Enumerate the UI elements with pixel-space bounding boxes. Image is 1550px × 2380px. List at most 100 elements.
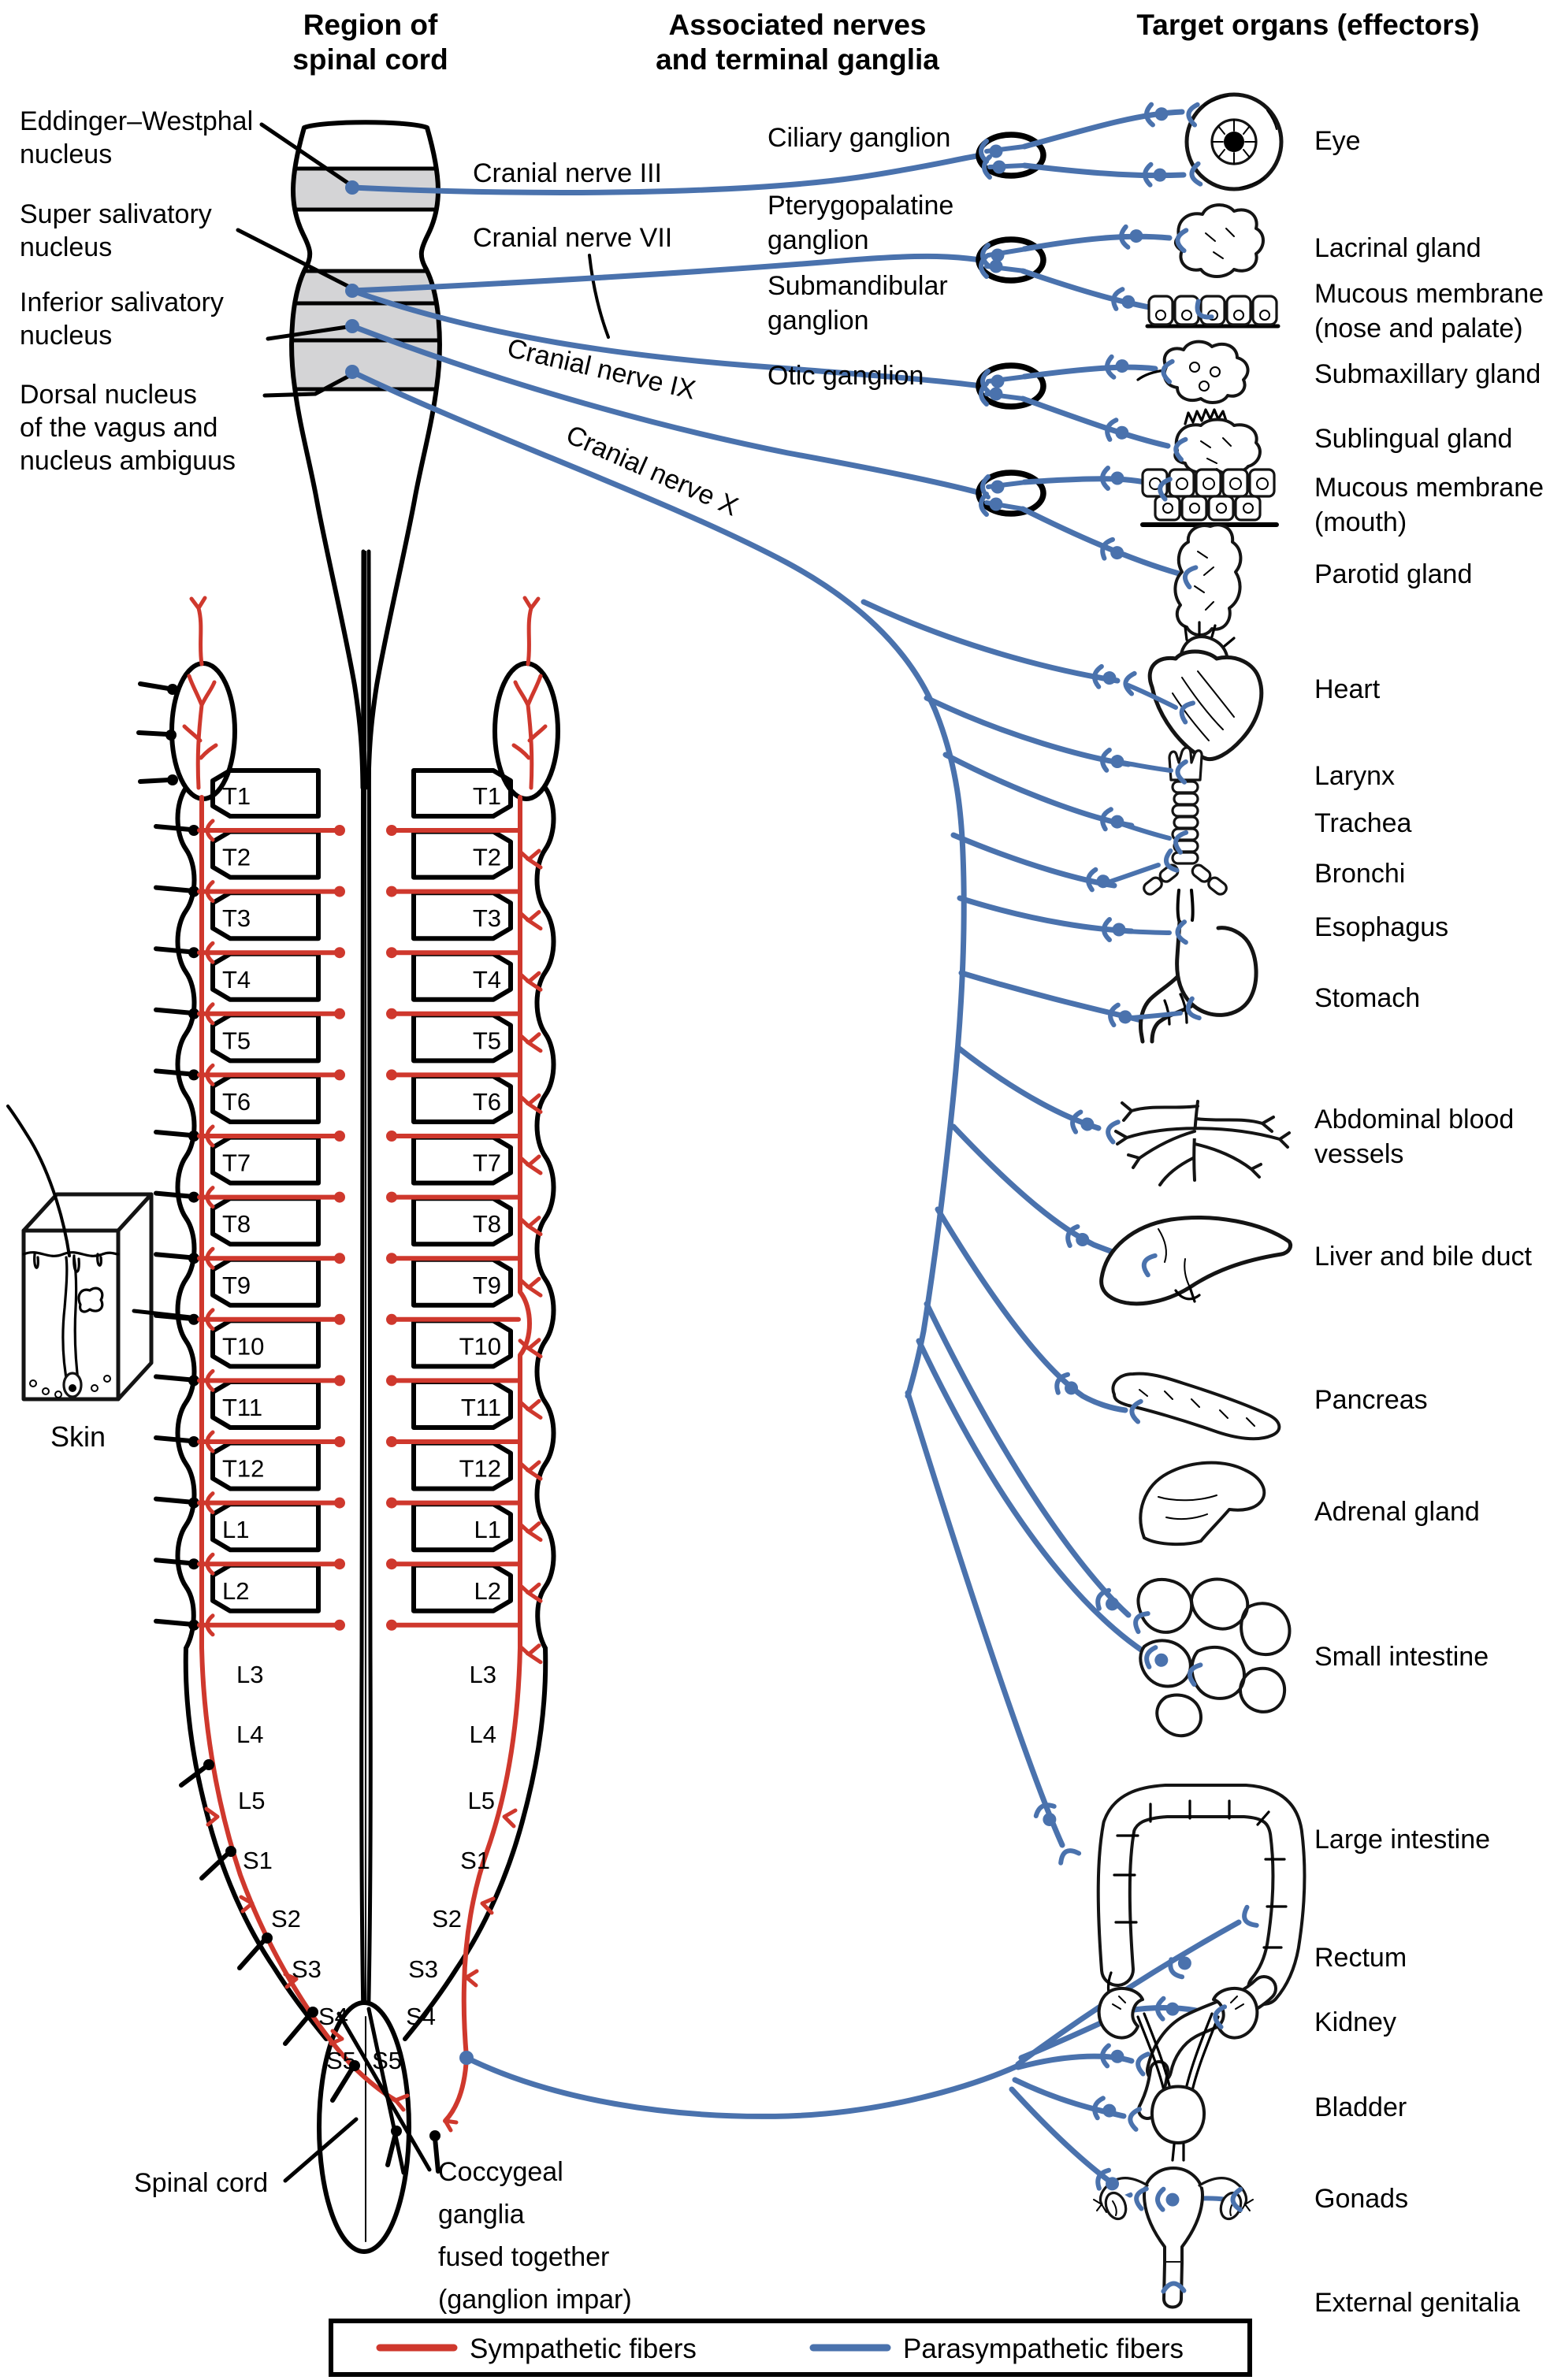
nucleus-label: nucleus <box>20 232 112 262</box>
organ-label: Large intestine <box>1314 1825 1490 1855</box>
sympathetic-chain-left <box>199 795 410 2112</box>
liver-icon <box>1099 1216 1293 1306</box>
nucleus-label: Dorsal nucleus <box>20 380 197 410</box>
spinal-cord-midlines <box>359 549 373 2242</box>
skin-label: Skin <box>50 1420 106 1453</box>
segment-label: T4 <box>222 966 251 993</box>
esophagus-stomach-icon <box>1139 889 1258 1044</box>
ganglion-label: Submandibular <box>768 271 948 301</box>
skin-leader-line <box>132 1309 193 1320</box>
nucleus-label: Eddinger–Westphal <box>20 106 253 136</box>
segment-label: T11 <box>461 1394 501 1421</box>
cranial-nerve-label: Cranial nerve III <box>473 158 662 188</box>
ganglion-label: ganglion <box>768 306 869 336</box>
segment-label: T5 <box>473 1027 501 1054</box>
header-region-2: spinal cord <box>292 43 448 76</box>
kidney-bladder-icon <box>1097 1986 1259 2162</box>
segment-label: L3 <box>236 1661 263 1688</box>
segment-label: T2 <box>222 844 251 871</box>
segment-label: L5 <box>468 1787 495 1814</box>
organ-label: Liver and bile duct <box>1314 1242 1533 1272</box>
segment-label: T12 <box>222 1455 264 1483</box>
vertebral-contours <box>175 785 556 2041</box>
organ-label: Bronchi <box>1314 859 1405 889</box>
segment-label: T12 <box>459 1455 501 1483</box>
segment-label: S1 <box>460 1847 490 1874</box>
organ-label: (nose and palate) <box>1314 314 1523 343</box>
header-targets: Target organs (effectors) <box>1136 9 1479 41</box>
organ-label: Trachea <box>1314 808 1412 838</box>
legend-parasympathetic-label: Parasympathetic fibers <box>903 2334 1184 2364</box>
segment-label: L2 <box>222 1577 249 1605</box>
segment-label: T6 <box>473 1088 501 1116</box>
header-region: Region of <box>303 9 438 41</box>
segment-label: S1 <box>243 1847 273 1874</box>
organ-label: Gonads <box>1314 2184 1408 2214</box>
organ-label: Mucous membrane <box>1314 473 1544 503</box>
organ-label: Heart <box>1314 674 1381 704</box>
organ-label: Eye <box>1314 126 1361 156</box>
cranial-nerve-labels: Cranial nerve III Cranial nerve VII Cran… <box>473 158 742 522</box>
legend: Sympathetic fibers Parasympathetic fiber… <box>329 2319 1252 2377</box>
ganglion-label: ganglion <box>768 225 869 255</box>
segment-label: S3 <box>292 1955 322 1983</box>
organ-label: Rectum <box>1314 1943 1407 1973</box>
segment-label: T9 <box>473 1272 501 1299</box>
nucleus-label: Super salivatory <box>20 199 212 229</box>
conus-oval <box>317 2000 411 2254</box>
organ-label: Submaxillary gland <box>1314 359 1541 389</box>
fiber-terminals <box>1033 103 1256 2291</box>
large-intestine-icon <box>1096 1784 1307 2120</box>
organ-label: Small intestine <box>1314 1642 1489 1672</box>
organ-label: vessels <box>1314 1139 1403 1169</box>
headers: Region of spinal cord Associated nerves … <box>292 9 1479 76</box>
organ-label: Kidney <box>1314 2007 1396 2037</box>
legend-box <box>329 2319 1252 2377</box>
cranial-nerve-label: Cranial nerve VII <box>473 223 672 253</box>
nucleus-label: of the vagus and <box>20 413 217 443</box>
mucous-membrane-mouth-icon <box>1140 468 1279 527</box>
organ-label: Parotid gland <box>1314 559 1472 589</box>
organ-label: Mucous membrane <box>1314 279 1544 309</box>
organ-label: Bladder <box>1314 2092 1407 2122</box>
segment-label: L4 <box>236 1721 263 1748</box>
submaxillary-gland-icon <box>1136 340 1250 404</box>
annotation-labels: Skin Spinal cord Coccygeal ganglia fused… <box>50 1420 632 2315</box>
ganglion-label: Otic ganglion <box>768 361 924 391</box>
sublingual-gland-icon <box>1173 408 1262 475</box>
nucleus-label: Inferior salivatory <box>20 288 224 317</box>
mucous-membrane-nose-icon <box>1145 295 1281 329</box>
cervical-ganglion-right <box>493 596 560 801</box>
pancreas-icon <box>1111 1372 1281 1441</box>
ganglia-labels: Ciliary ganglion Pterygopalatine ganglio… <box>768 123 953 391</box>
segment-labels: T1 T2 T3 T4 T5 T6 T7 T8 T9 T10 T11 T12 L… <box>222 782 501 2074</box>
spinal-cord-label: Spinal cord <box>134 2168 268 2198</box>
organ-label: Sublingual gland <box>1314 424 1512 454</box>
header-nerves: Associated nerves <box>668 9 926 41</box>
coccygeal-label: Coccygeal <box>438 2157 563 2187</box>
segment-label: T8 <box>473 1210 501 1238</box>
abdominal-vessels-icon <box>1114 1100 1291 1186</box>
nucleus-label: nucleus ambiguus <box>20 446 236 476</box>
legend-sympathetic-label: Sympathetic fibers <box>470 2334 697 2364</box>
segment-label: T11 <box>222 1394 262 1421</box>
segment-label: T7 <box>473 1149 501 1177</box>
segment-label: T6 <box>222 1088 251 1116</box>
organ-label: Stomach <box>1314 983 1420 1013</box>
segment-label: S2 <box>271 1905 301 1933</box>
segment-label: T5 <box>222 1027 251 1054</box>
header-nerves-2: and terminal ganglia <box>656 43 939 76</box>
coccygeal-label: fused together <box>438 2242 609 2272</box>
segment-label: T1 <box>222 782 251 810</box>
segment-label: L1 <box>222 1516 249 1543</box>
segment-label: T8 <box>222 1210 251 1238</box>
small-intestine-icon <box>1136 1577 1292 1738</box>
segment-label: L4 <box>470 1721 496 1748</box>
sympathetic-chain-right <box>443 795 532 2133</box>
lower-spinal-nerve-stubs <box>179 1759 440 2174</box>
segment-label: T2 <box>473 844 501 871</box>
segment-label: T7 <box>222 1149 251 1177</box>
segment-label: L5 <box>238 1787 265 1814</box>
